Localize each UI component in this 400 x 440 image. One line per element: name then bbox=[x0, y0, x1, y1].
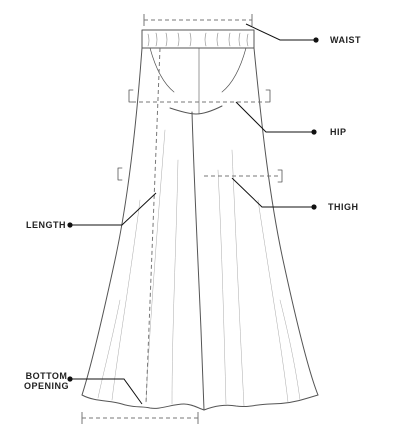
right-leg-outline bbox=[253, 47, 319, 396]
length-leader bbox=[72, 192, 157, 226]
waist-dot bbox=[313, 37, 319, 43]
waist-label: WAIST bbox=[330, 35, 361, 45]
hip-leader bbox=[235, 101, 312, 133]
bottom-opening-label: BOTTOM OPENING bbox=[24, 371, 69, 391]
pants-outline bbox=[81, 29, 319, 411]
hem bbox=[81, 394, 319, 411]
thigh-label: THIGH bbox=[328, 202, 359, 212]
leader-lines bbox=[72, 23, 314, 405]
leader-dots bbox=[67, 37, 319, 382]
length-guide bbox=[145, 47, 161, 405]
hip-label: HIP bbox=[330, 127, 347, 137]
left-leg-outline bbox=[81, 47, 143, 396]
length-label: LENGTH bbox=[26, 220, 66, 230]
bottom-opening-label-line2: OPENING bbox=[24, 381, 70, 391]
bottom-opening-label-line1: BOTTOM bbox=[25, 371, 68, 381]
bottom-opening-leader bbox=[72, 378, 143, 405]
thigh-dot bbox=[311, 204, 317, 210]
length-dot bbox=[67, 222, 73, 228]
bottom-opening-dot bbox=[67, 376, 73, 382]
measurement-guides bbox=[82, 19, 280, 419]
waistband bbox=[141, 29, 255, 49]
waist-leader bbox=[245, 23, 314, 41]
inseam bbox=[191, 111, 205, 411]
thigh-leader bbox=[231, 177, 312, 208]
hip-dot bbox=[311, 129, 317, 135]
